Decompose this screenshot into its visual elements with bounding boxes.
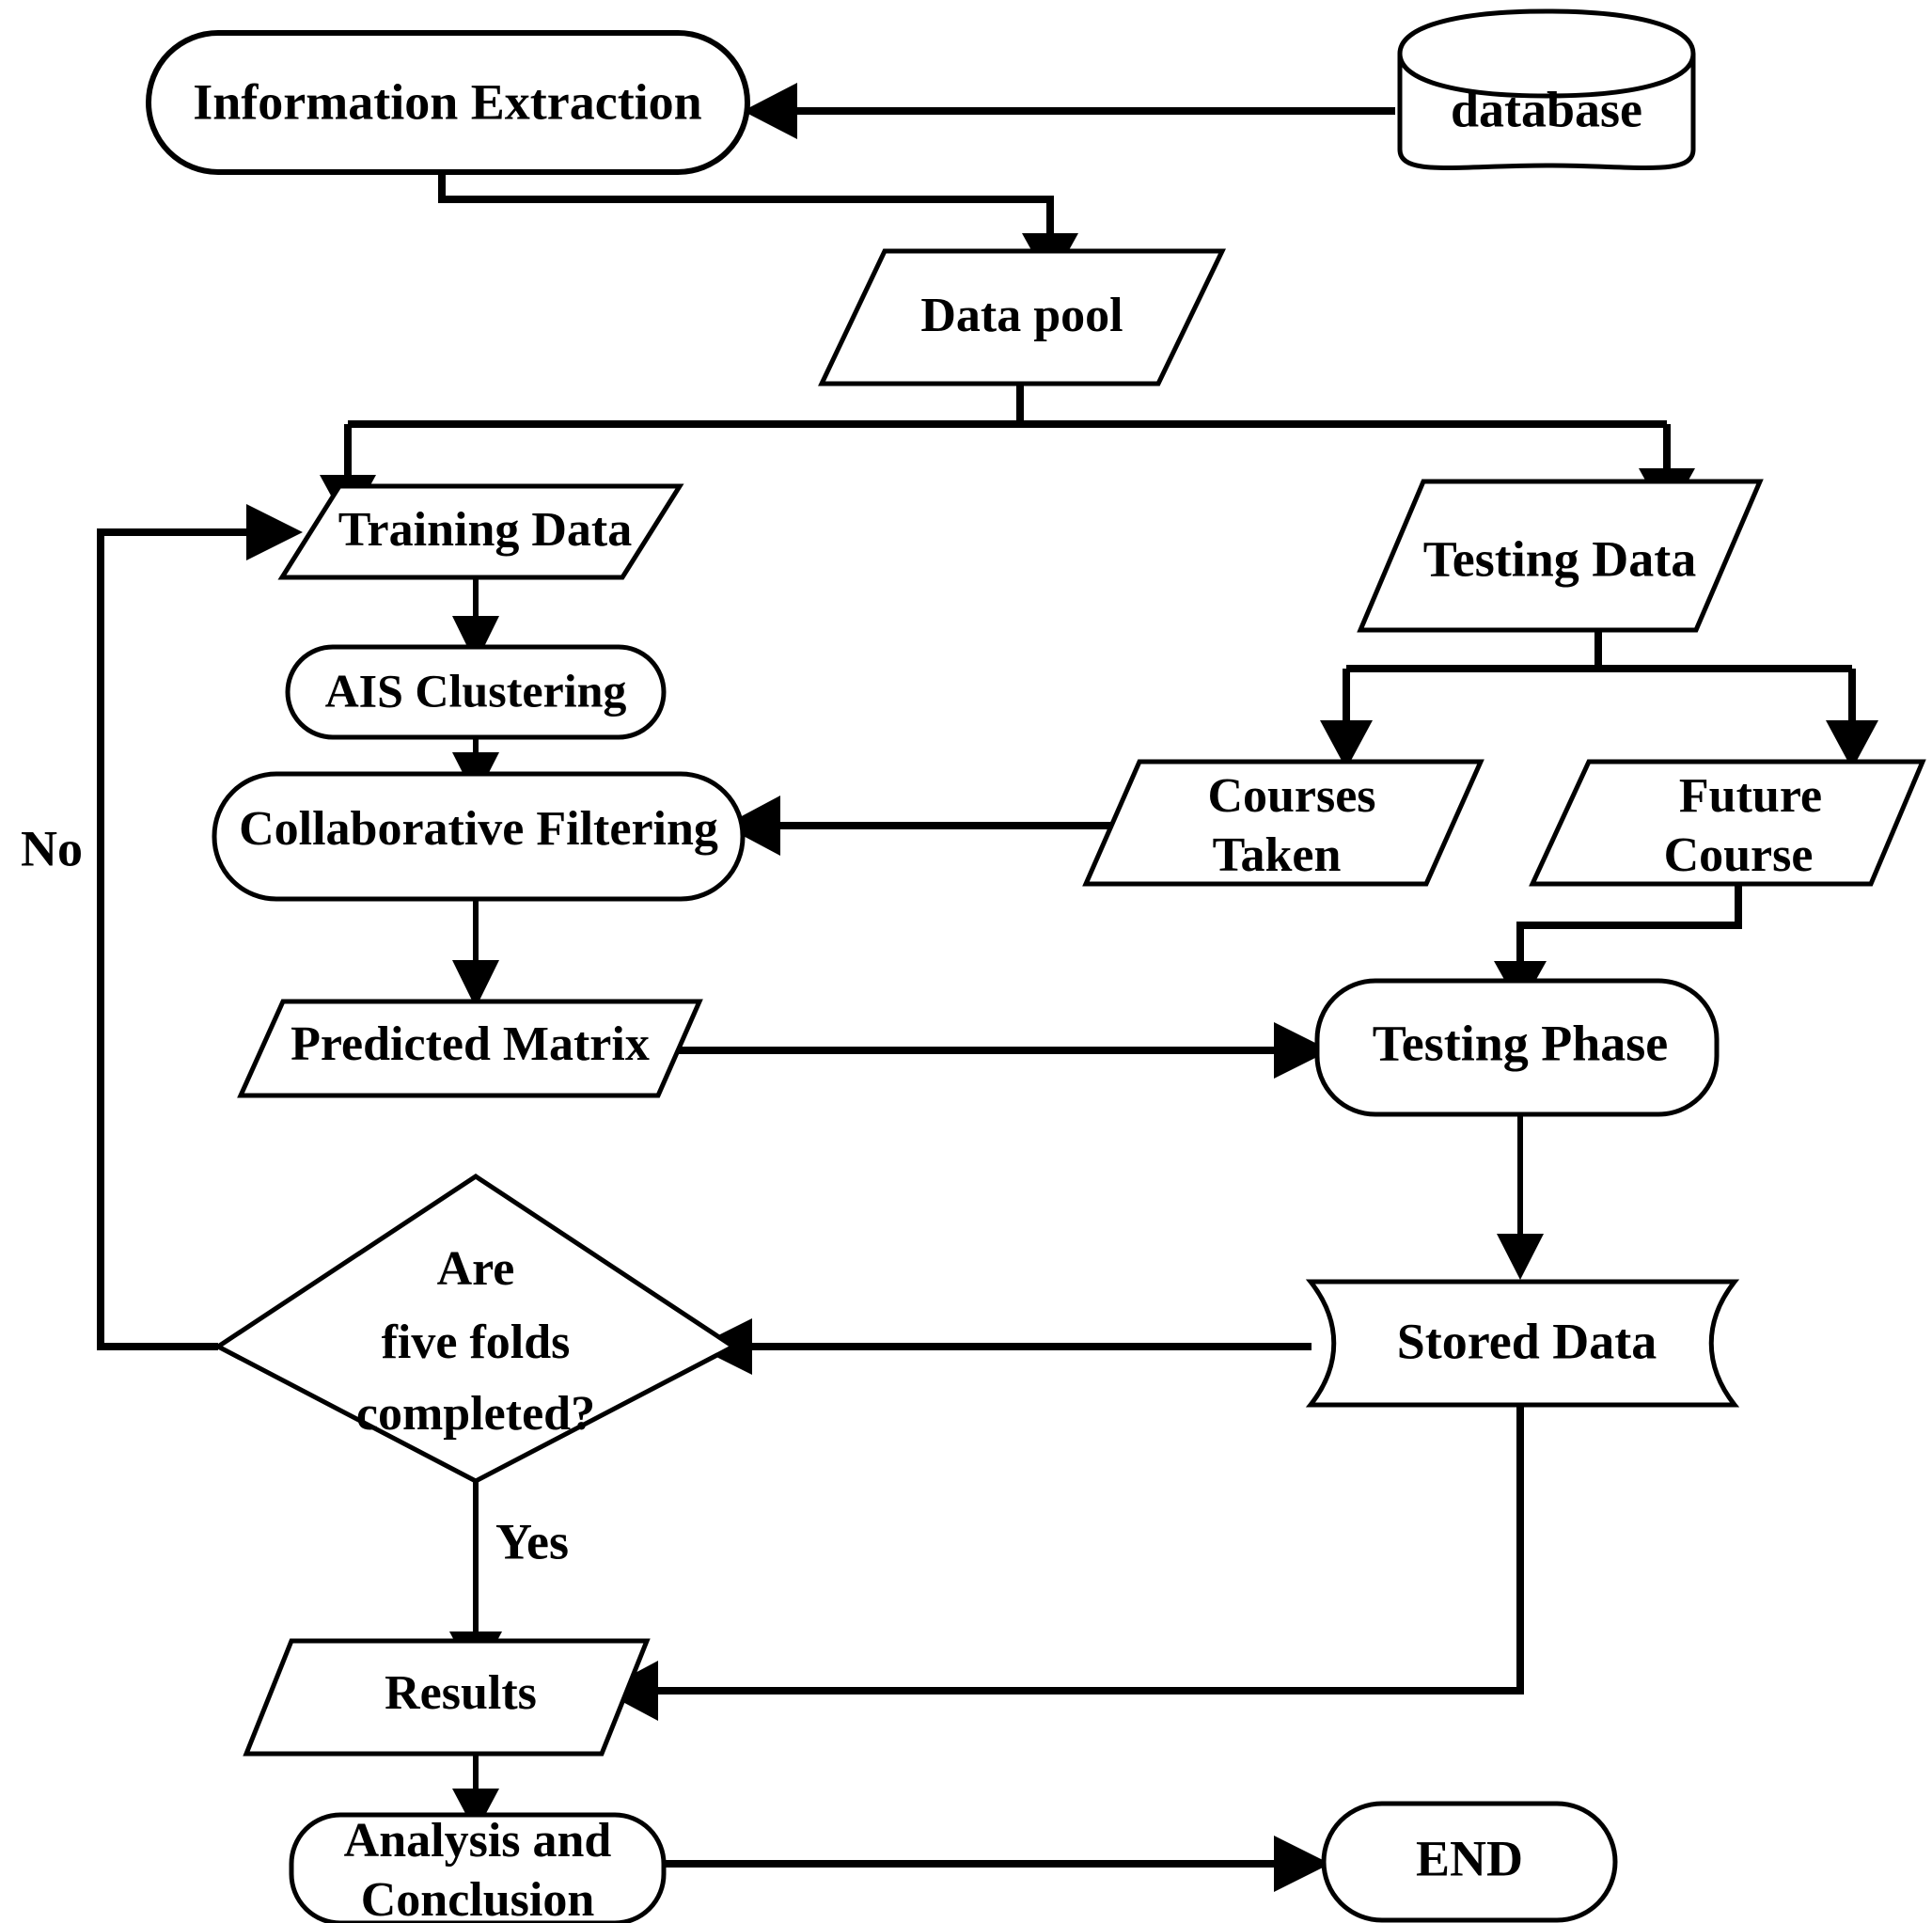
database-label: database: [1451, 81, 1642, 137]
node-information-extraction[interactable]: Information Extraction: [146, 30, 750, 175]
analysis-label-line2: Conclusion: [361, 1873, 595, 1923]
information-extraction-label: Information Extraction: [193, 73, 701, 130]
stored-data-label: Stored Data: [1397, 1313, 1657, 1369]
edge-courses-taken-to-collaborative-filtering: [724, 796, 1114, 856]
node-collaborative-filtering[interactable]: Collaborative Filtering: [212, 771, 746, 902]
testing-phase-label: Testing Phase: [1373, 1015, 1669, 1071]
edge-stored-data-to-decision: [696, 1318, 1312, 1375]
edge-training-data-to-ais-clustering: [452, 577, 499, 664]
node-end[interactable]: END: [1321, 1801, 1618, 1923]
node-stored-data[interactable]: Stored Data: [1305, 1279, 1740, 1408]
edge-decision-no-to-training-data: [97, 504, 303, 1350]
no-label: No: [21, 820, 83, 876]
node-data-pool[interactable]: Data pool: [818, 248, 1226, 386]
data-pool-label: Data pool: [920, 289, 1123, 342]
node-training-data[interactable]: Training Data: [277, 483, 684, 580]
future-course-label-line2: Course: [1664, 828, 1814, 882]
future-course-label-line1: Future: [1679, 769, 1822, 823]
edge-collaborative-filtering-to-predicted-matrix: [452, 895, 499, 1008]
edge-database-to-information-extraction: [743, 83, 1395, 139]
node-testing-data[interactable]: Testing Data: [1357, 479, 1764, 633]
edge-results-to-analysis-and-conclusion: [452, 1751, 499, 1833]
edge-testing-data-split-bus: [1320, 630, 1878, 769]
node-analysis-and-conclusion[interactable]: Analysis and Conclusion: [289, 1812, 667, 1923]
node-results-shape-outline: Results: [243, 1638, 651, 1757]
node-database[interactable]: database: [1397, 8, 1696, 170]
collaborative-filtering-label: Collaborative Filtering: [239, 802, 718, 856]
decision-label-line1: Are: [437, 1242, 515, 1296]
node-predicted-matrix[interactable]: Predicted Matrix: [237, 999, 703, 1098]
edge-label-yes: Yes: [495, 1513, 569, 1569]
edge-predicted-matrix-to-testing-phase: [677, 1022, 1330, 1079]
courses-taken-label-line1: Courses: [1207, 769, 1375, 823]
end-label: END: [1416, 1830, 1523, 1886]
edge-label-no: No: [21, 820, 83, 876]
results-label-visible: Results: [385, 1666, 537, 1720]
edge-stored-data-to-results: [602, 1405, 1524, 1721]
ais-clustering-label: AIS Clustering: [325, 664, 627, 717]
edge-testing-phase-to-stored-data: [1497, 1113, 1544, 1280]
predicted-matrix-label: Predicted Matrix: [291, 1017, 650, 1071]
node-decision-five-folds[interactable]: Are five folds completed?: [213, 1174, 738, 1484]
node-future-course[interactable]: Future Course: [1529, 759, 1926, 887]
node-courses-taken[interactable]: Courses Taken: [1082, 759, 1484, 887]
decision-label-line3: completed?: [356, 1387, 595, 1441]
analysis-label-line1: Analysis and: [344, 1814, 612, 1868]
edge-analysis-and-conclusion-to-end: [662, 1836, 1330, 1892]
courses-taken-label-line2: Taken: [1213, 828, 1342, 882]
testing-data-label: Testing Data: [1423, 530, 1697, 587]
yes-label: Yes: [495, 1513, 569, 1569]
node-testing-phase[interactable]: Testing Phase: [1314, 978, 1720, 1117]
decision-label-line2: five folds: [382, 1316, 571, 1369]
node-ais-clustering[interactable]: AIS Clustering: [285, 644, 667, 740]
training-data-label: Training Data: [338, 503, 633, 557]
